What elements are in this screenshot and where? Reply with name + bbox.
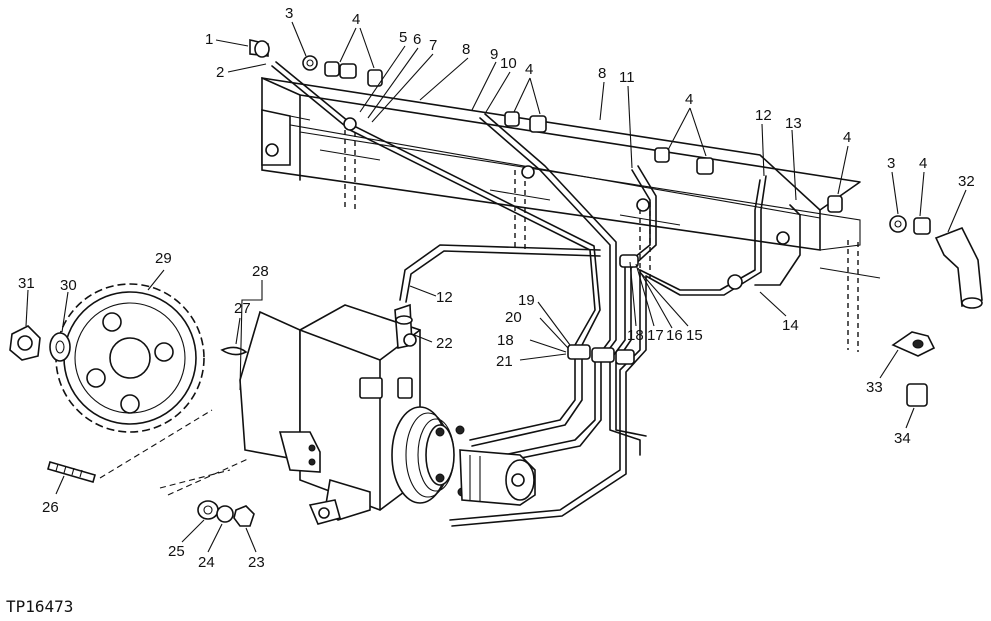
callout-8b: 8	[598, 65, 606, 82]
callout-13: 13	[785, 115, 802, 132]
callout-22: 22	[436, 335, 453, 352]
callout-24: 24	[198, 554, 215, 571]
callout-3: 3	[285, 5, 293, 22]
injection-pump	[239, 303, 467, 525]
callout-26: 26	[42, 499, 59, 516]
callout-10: 10	[500, 55, 517, 72]
callout-9: 9	[490, 46, 498, 63]
callout-19: 19	[518, 292, 535, 309]
callout-7: 7	[429, 37, 437, 54]
leader-lines	[25, 21, 967, 553]
callout-4: 4	[352, 11, 360, 28]
pump-drive-gear	[55, 283, 205, 433]
shutoff-solenoid	[459, 449, 536, 506]
callout-12b: 12	[436, 289, 453, 306]
callout-4e: 4	[919, 155, 927, 172]
callout-18b: 18	[497, 332, 514, 349]
callout-5: 5	[399, 29, 407, 46]
callout-28: 28	[252, 263, 269, 280]
line-clamps	[567, 254, 639, 365]
callout-34: 34	[894, 430, 911, 447]
callout-20: 20	[505, 309, 522, 326]
cap-and-washer	[249, 39, 318, 71]
gear-nut-and-washer	[9, 325, 248, 362]
manifold-rail	[261, 77, 861, 251]
callout-8: 8	[462, 41, 470, 58]
callout-16: 16	[666, 327, 683, 344]
callout-17: 17	[647, 327, 664, 344]
callout-11: 11	[619, 69, 635, 86]
callout-3b: 3	[887, 155, 895, 172]
mounting-hardware	[47, 409, 255, 527]
callout-29: 29	[155, 250, 172, 267]
callout-31: 31	[18, 275, 35, 292]
callout-4d: 4	[843, 129, 851, 146]
callout-27: 27	[234, 300, 251, 317]
callout-6: 6	[413, 31, 421, 48]
callout-33: 33	[866, 379, 883, 396]
callout-30: 30	[60, 277, 77, 294]
callout-1: 1	[205, 31, 213, 48]
callout-14: 14	[782, 317, 799, 334]
callout-4c: 4	[685, 91, 693, 108]
callout-18: 18	[627, 327, 644, 344]
callout-21: 21	[496, 353, 513, 370]
figure-code: TP16473	[6, 597, 73, 616]
right-side-parts	[889, 215, 983, 407]
callout-12: 12	[755, 107, 772, 124]
callout-32: 32	[958, 173, 975, 190]
rail-fittings	[324, 61, 843, 290]
callout-2: 2	[216, 64, 224, 81]
callout-15: 15	[686, 327, 703, 344]
callout-labels: 1 2 3 4 5 6 7 8 9 10 4 8 11 4 12 13 4 3 …	[18, 5, 975, 571]
callout-23: 23	[248, 554, 265, 571]
callout-4b: 4	[525, 61, 533, 78]
callout-25: 25	[168, 543, 185, 560]
